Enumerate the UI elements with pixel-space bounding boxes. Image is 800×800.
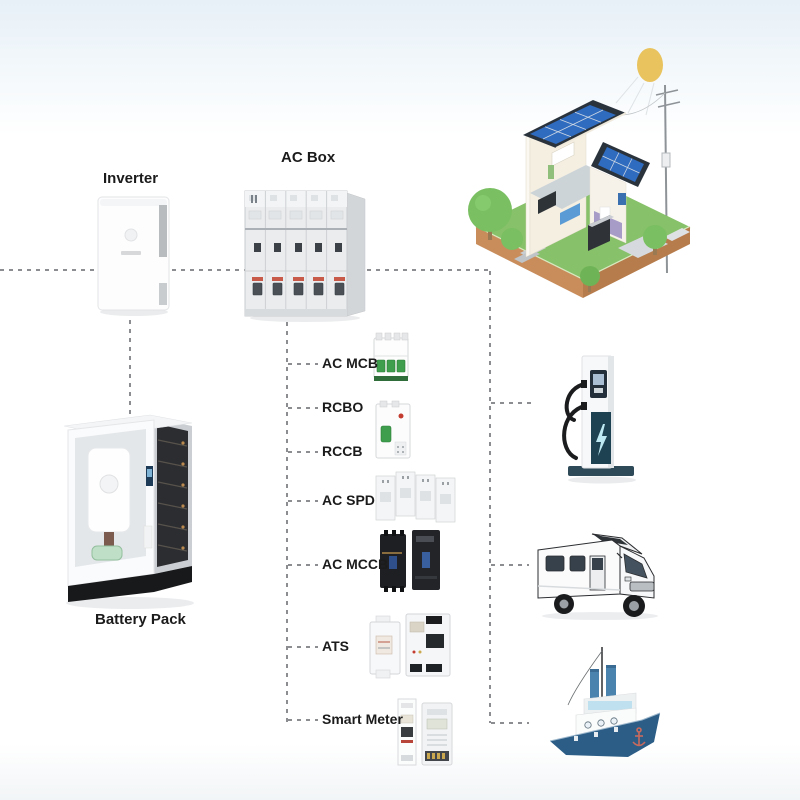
house-illustration <box>468 15 703 310</box>
branch-ev-charger <box>491 402 531 404</box>
component-label-ac-mcb: AC MCB <box>322 355 378 371</box>
ac-box-label: AC Box <box>281 149 336 166</box>
ats-product-image <box>368 612 452 682</box>
branch-ac-mcb <box>288 363 318 365</box>
component-label-rccb: RCCB <box>322 443 363 459</box>
ac-spd-product-image <box>374 470 458 525</box>
branch-rv <box>491 564 529 566</box>
branch-rccb <box>288 451 318 453</box>
ev-charger-illustration <box>558 350 646 484</box>
connector-inverter-to-acbox <box>172 269 245 271</box>
rcbo-rccb-product-image <box>374 400 412 462</box>
tree-icon <box>468 188 667 292</box>
connector-loads-trunk <box>489 271 491 723</box>
branch-rcbo <box>288 407 318 409</box>
component-label-ac-spd: AC SPD <box>322 492 375 508</box>
component-label-ac-mccb: AC MCCB <box>322 556 389 572</box>
ac-mcb-product-image <box>372 332 410 383</box>
ac-box-image <box>243 183 369 323</box>
smart-meter-product-image <box>396 695 454 768</box>
inverter-label: Inverter <box>103 170 159 187</box>
rv-illustration <box>530 520 668 624</box>
connector-acbox-to-loads <box>367 269 491 271</box>
connector-inverter-to-battery <box>129 320 131 416</box>
inverter-image <box>95 195 173 317</box>
boat-illustration <box>538 643 670 771</box>
branch-ac-spd <box>288 500 318 502</box>
component-label-ats: ATS <box>322 638 349 654</box>
battery-pack-label: Battery Pack <box>95 611 186 628</box>
connector-grid-to-inverter <box>0 269 94 271</box>
branch-ac-mccb <box>288 564 318 566</box>
battery-pack-image <box>60 406 200 611</box>
connector-acbox-to-components <box>286 322 288 722</box>
branch-boat <box>491 722 529 724</box>
ac-mccb-product-image <box>378 528 442 593</box>
solar-panel-roof-left <box>523 100 627 149</box>
component-label-smart-meter: Smart Meter <box>322 711 403 727</box>
component-label-rcbo: RCBO <box>322 399 364 415</box>
branch-smart-meter <box>288 719 318 721</box>
sun-icon <box>615 48 663 116</box>
solar-panel-roof-right <box>591 142 650 187</box>
branch-ats <box>288 646 318 648</box>
anchor-icon <box>632 727 646 747</box>
